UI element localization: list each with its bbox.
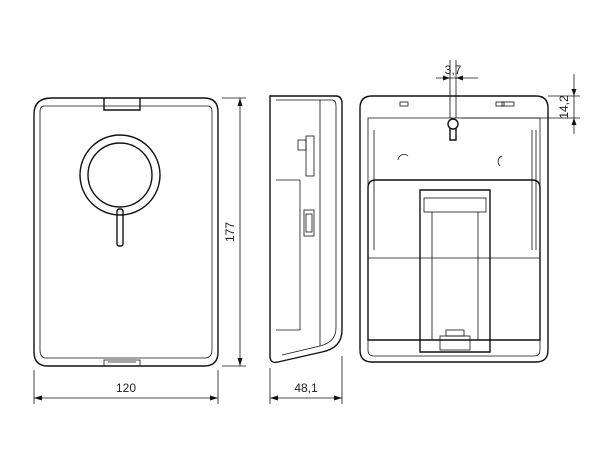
dimension-depth: 48,1 xyxy=(269,356,343,404)
handle xyxy=(116,208,124,247)
dimension-hole-width: 3,7 xyxy=(436,60,478,118)
hole-offset-label: 14,2 xyxy=(557,95,571,119)
dimension-height: 177 xyxy=(222,97,246,367)
depth-label: 48,1 xyxy=(294,381,318,395)
dimension-width: 120 xyxy=(33,370,219,404)
front-view xyxy=(33,97,219,367)
lock-ring-inner xyxy=(87,142,153,208)
width-label: 120 xyxy=(116,381,136,395)
keyhole-icon xyxy=(447,118,459,130)
lock-ring-outer xyxy=(79,134,161,216)
height-label: 177 xyxy=(223,222,237,242)
hole-width-label: 3,7 xyxy=(445,63,462,77)
side-view xyxy=(269,95,343,364)
dimension-hole-offset: 14,2 xyxy=(462,74,580,134)
back-view xyxy=(359,95,549,363)
